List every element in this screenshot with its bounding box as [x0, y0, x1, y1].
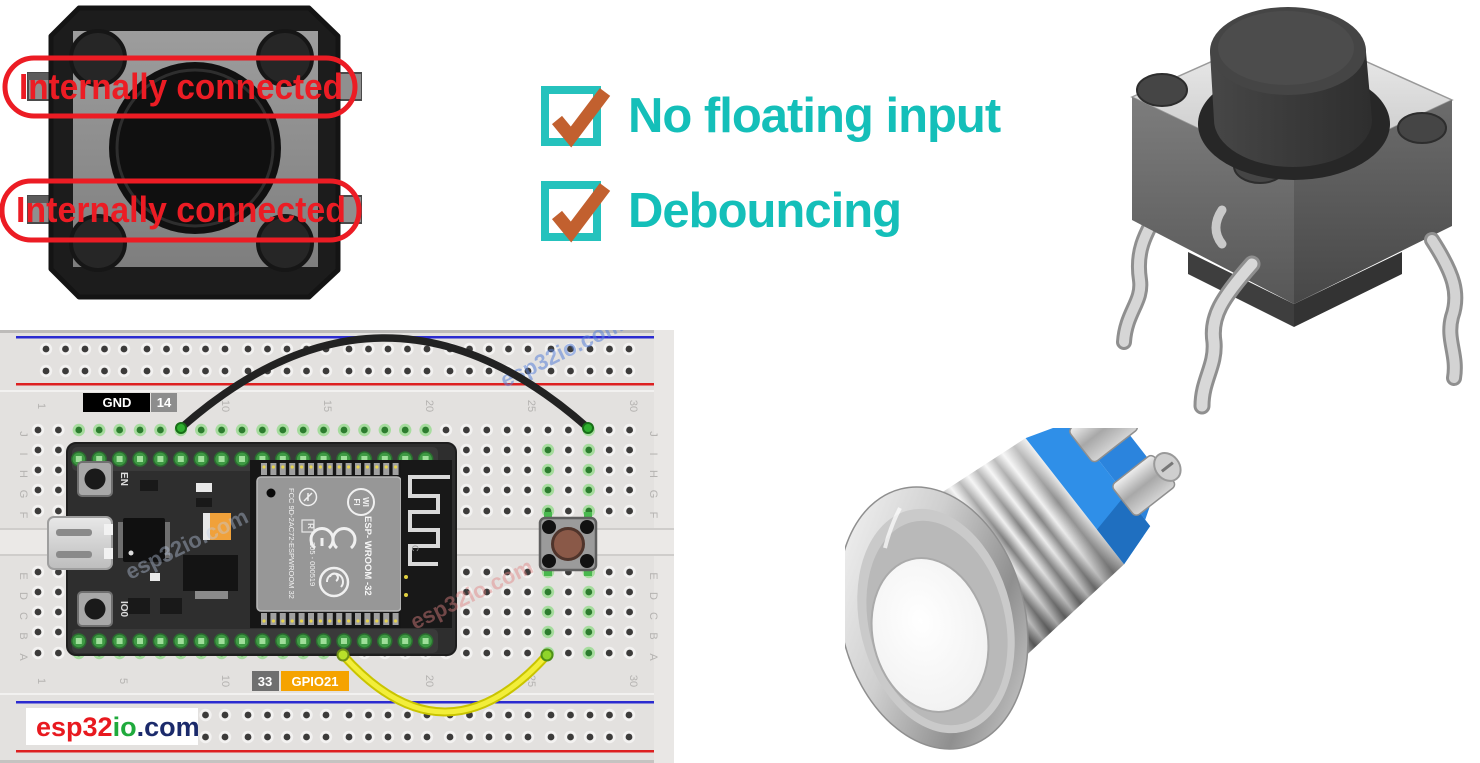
module-fcc-text: FCC 9D-2AC72-ESPWROOM 32: [287, 488, 296, 599]
svg-text:B: B: [17, 632, 29, 639]
svg-text:R: R: [306, 523, 315, 529]
gpio-pin-label: 33 GPIO21: [252, 671, 349, 691]
svg-text:WI: WI: [361, 497, 370, 507]
svg-text:H: H: [17, 470, 29, 478]
esp32-en-button: EN: [77, 461, 129, 497]
svg-text:F: F: [647, 512, 659, 519]
annotation-oval-bottom: [0, 178, 362, 243]
svg-text:25: 25: [525, 400, 537, 412]
svg-text:E: E: [17, 572, 29, 579]
svg-text:30: 30: [627, 400, 639, 412]
r-mark: R: [301, 519, 315, 533]
checkmark-icon: [551, 183, 611, 243]
tactile-button-top-view-photo: Internally connected Internally connecte…: [0, 5, 362, 300]
svg-text:10: 10: [219, 675, 231, 687]
checkbox-checked-icon: [541, 181, 611, 243]
esp-wroom-32-module: FCC 9D-2AC72-ESPWROOM 32 R 205 - 000519 …: [250, 460, 452, 628]
svg-text:I: I: [647, 452, 659, 455]
gpio-wire: [336, 648, 554, 717]
checklist-label: Debouncing: [628, 184, 902, 238]
svg-text:H: H: [647, 470, 659, 478]
metal-pushbutton-photo: [845, 428, 1182, 750]
espressif-swirl-icon: [318, 566, 350, 598]
gnd-pin-label: GND 14: [83, 393, 177, 412]
gnd-label-text: GND: [103, 395, 132, 410]
svg-text:J: J: [17, 431, 29, 437]
svg-text:5: 5: [117, 678, 129, 684]
gnd-wire: [175, 334, 594, 434]
ce-mark-icon: [309, 527, 357, 550]
breadboard-pushbutton: [538, 512, 598, 576]
svg-text:J: J: [647, 431, 659, 437]
breadboard-wiring-diagram: J I H G F E D C B A J I H G F E D C B A …: [0, 330, 674, 763]
power-rail-lines: [16, 336, 654, 753]
checklist-label: No floating input: [628, 89, 1001, 143]
module-name-text: ESP- WROOM -32: [362, 516, 373, 596]
esp32-header-pins-bottom: [71, 633, 434, 649]
pcb-antenna: C: [401, 460, 452, 628]
annotation-oval-top: [2, 55, 358, 119]
breadboard-row-letters: J I H G F E D C B A J I H G F E D C B A: [17, 431, 659, 661]
svg-text:1: 1: [35, 678, 47, 684]
esp32-io0-button: IO0: [77, 591, 129, 627]
screw-terminal-2: [1112, 452, 1182, 516]
module-pins-bottom: [261, 613, 399, 625]
checkmark-icon: [551, 88, 611, 148]
esp32-board: EN IO0: [47, 442, 457, 656]
antenna-cert-icon: [298, 487, 318, 507]
micro-usb-connector: [47, 516, 113, 570]
svg-text:30: 30: [627, 675, 639, 687]
esp32-smd-components: [118, 480, 238, 614]
svg-text:15: 15: [321, 400, 333, 412]
checklist-item-no-floating-input: No floating input: [541, 86, 1001, 148]
pin-33-label-text: 33: [258, 674, 272, 689]
button-face: [870, 557, 990, 713]
svg-text:20: 20: [423, 675, 435, 687]
module-pins-top: [261, 463, 399, 475]
svg-text:F: F: [17, 512, 29, 519]
module-c-mark: C: [410, 545, 420, 552]
annotation-text-top: Internally connected: [19, 66, 343, 107]
svg-text:B: B: [647, 632, 659, 639]
svg-text:D: D: [647, 592, 659, 600]
svg-text:FI: FI: [352, 498, 361, 505]
button-cap: [1198, 7, 1390, 180]
module-pin1-dot: [266, 488, 276, 498]
en-label: EN: [118, 472, 129, 486]
svg-text:A: A: [17, 653, 29, 661]
gpio21-label-text: GPIO21: [292, 674, 339, 689]
svg-text:20: 20: [423, 400, 435, 412]
button-plunger: [109, 62, 281, 234]
svg-text:G: G: [647, 490, 659, 499]
screw-terminal-1: [1069, 428, 1139, 463]
io0-label: IO0: [118, 601, 129, 618]
svg-text:10: 10: [219, 400, 231, 412]
button-bezel-group: [845, 486, 1029, 750]
esp32io-logo: esp32io.com: [26, 708, 200, 745]
internally-connected-annotations: Internally connected Internally connecte…: [0, 55, 362, 243]
wifi-logo-icon: WI FI: [347, 488, 375, 516]
svg-text:E: E: [647, 572, 659, 579]
svg-text:I: I: [17, 452, 29, 455]
svg-text:1: 1: [35, 403, 47, 409]
tactile-button-3d-photo: [1116, 7, 1464, 415]
breadboard-rail-holes: [39, 342, 636, 744]
svg-text:D: D: [17, 592, 29, 600]
checklist-item-debouncing: Debouncing: [541, 181, 902, 243]
pin-14-label-text: 14: [157, 395, 172, 410]
module-serial-text: 205 - 000519: [308, 542, 317, 586]
svg-text:C: C: [647, 612, 659, 620]
svg-text:C: C: [17, 612, 29, 620]
svg-text:A: A: [647, 653, 659, 661]
checkbox-checked-icon: [541, 86, 611, 148]
annotation-text-bottom: Internally connected: [16, 189, 346, 230]
svg-text:G: G: [17, 490, 29, 499]
button-legs-front: [1193, 205, 1464, 415]
logo-text: esp32io.com: [36, 712, 200, 742]
